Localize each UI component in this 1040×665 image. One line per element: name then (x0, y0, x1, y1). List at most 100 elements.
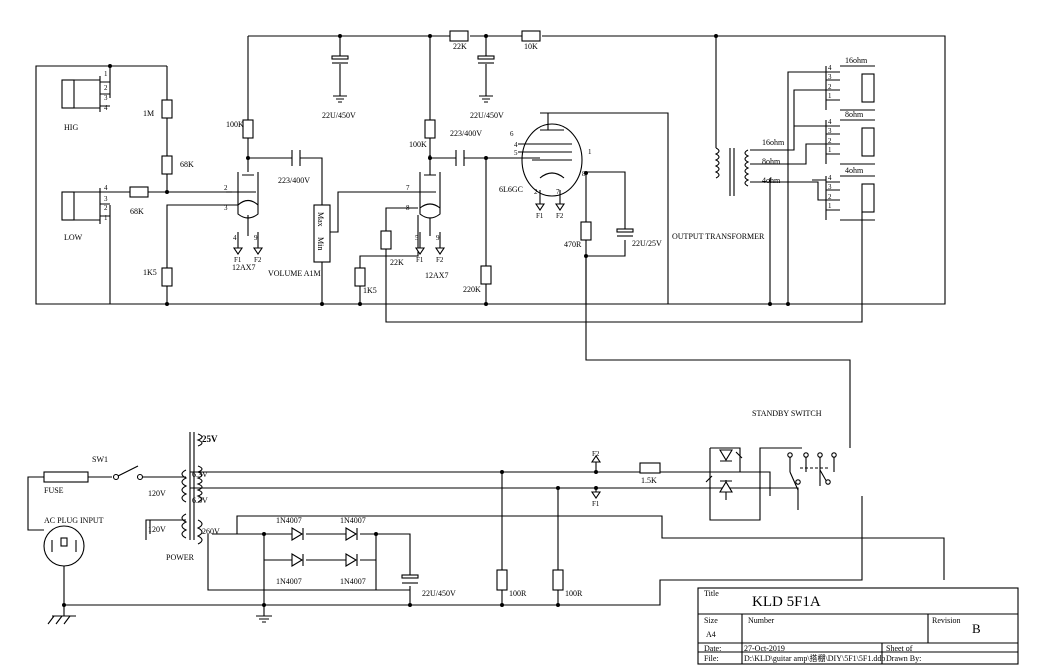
resistor-100r-b: 100R (552, 569, 583, 598)
svg-text:8: 8 (582, 170, 586, 178)
speaker-jack-8ohm: 4 3 2 1 8ohm (825, 110, 875, 165)
input-jack-high: 1 2 3 4 HIG (61, 70, 110, 132)
tube-6l6gc: 6 4 5 1 8 2 7 F1 F2 6L6GC (499, 123, 592, 220)
svg-text:1: 1 (828, 92, 832, 100)
svg-text:2: 2 (104, 204, 108, 212)
svg-text:4: 4 (233, 234, 237, 242)
tube-v1-12ax7: 2 3 4 9 F1 F2 12AX7 (224, 158, 264, 272)
svg-text:SW1: SW1 (92, 455, 108, 464)
svg-text:12AX7: 12AX7 (232, 263, 256, 272)
svg-text:22U/450V: 22U/450V (422, 589, 456, 598)
resistor-1k5-v2-cathode: 1K5 (354, 267, 377, 295)
capacitor-coupling-v2: 223/400V (450, 129, 482, 166)
svg-text:OUTPUT TRANSFORMER: OUTPUT TRANSFORMER (672, 232, 765, 241)
ground-symbol (47, 605, 272, 625)
svg-text:2: 2 (224, 184, 228, 192)
resistor-10k-dropping: 10K (521, 30, 541, 51)
svg-text:Size: Size (704, 616, 718, 625)
svg-text:4: 4 (828, 118, 832, 126)
svg-text:Title: Title (704, 589, 719, 598)
svg-text:2: 2 (828, 137, 832, 145)
svg-text:1M: 1M (143, 109, 154, 118)
svg-text:120V: 120V (148, 525, 166, 534)
capacitor-filter-2: 22U/450V (470, 55, 504, 120)
input-jack-low: 4 3 2 1 LOW (61, 184, 110, 242)
svg-text:9: 9 (436, 234, 440, 242)
svg-text:3: 3 (104, 94, 108, 102)
svg-text:4: 4 (828, 64, 832, 72)
svg-text:16ohm: 16ohm (762, 138, 785, 147)
svg-text:25V: 25V (202, 434, 218, 444)
capacitor-filter-1: 22U/450V (322, 55, 356, 120)
power-switch-sw1: SW1 (92, 455, 144, 481)
svg-text:22U/450V: 22U/450V (322, 111, 356, 120)
capacitor-coupling-v1: 223/400V (278, 150, 310, 185)
heater-f2-marker: F2 (590, 450, 602, 472)
svg-text:120V: 120V (148, 489, 166, 498)
svg-text:1K5: 1K5 (143, 268, 157, 277)
svg-text:2: 2 (534, 188, 538, 196)
svg-text:F2: F2 (556, 212, 564, 220)
svg-text:9: 9 (254, 234, 258, 242)
svg-text:22K: 22K (453, 42, 467, 51)
svg-text:1N4007: 1N4007 (276, 577, 302, 586)
svg-text:4: 4 (514, 141, 518, 149)
svg-text:22U/25V: 22U/25V (632, 239, 662, 248)
bridge-rectifier: 1N4007 1N4007 1N4007 1N4007 (264, 516, 376, 586)
svg-text:100R: 100R (509, 589, 527, 598)
fuse: FUSE (43, 471, 89, 495)
svg-text:10K: 10K (524, 42, 538, 51)
svg-text:6.3V: 6.3V (192, 470, 208, 479)
svg-text:Date:: Date: (704, 644, 721, 653)
svg-text:5: 5 (514, 149, 518, 157)
svg-text:Min: Min (316, 237, 325, 250)
svg-text:223/400V: 223/400V (450, 129, 482, 138)
svg-text:2: 2 (828, 193, 832, 201)
svg-text:8ohm: 8ohm (762, 157, 781, 166)
svg-text:8ohm: 8ohm (845, 110, 864, 119)
resistor-1k5-led: 1.5K (639, 462, 661, 485)
svg-text:F2: F2 (436, 256, 444, 264)
svg-text:4ohm: 4ohm (845, 166, 864, 175)
svg-text:F1: F1 (536, 212, 544, 220)
svg-text:1N4007: 1N4007 (340, 577, 366, 586)
svg-text:100K: 100K (409, 140, 427, 149)
speaker-jack-4ohm: 4 3 2 1 4ohm (825, 166, 875, 221)
resistor-220k-grid: 220K (463, 265, 492, 294)
svg-text:3: 3 (828, 73, 832, 81)
svg-text:F1: F1 (234, 256, 242, 264)
resistor-1k5-v1-cathode: 1K5 (143, 267, 173, 287)
svg-text:Max: Max (316, 212, 325, 227)
svg-text:1N4007: 1N4007 (340, 516, 366, 525)
jack-high-label: HIG (64, 123, 78, 132)
ac-plug-input: AC PLUG INPUT (43, 516, 104, 567)
svg-text:4: 4 (104, 104, 108, 112)
svg-text:1N4007: 1N4007 (276, 516, 302, 525)
resistor-100k-v2-plate: 100K (409, 119, 436, 149)
svg-text:STANDBY SWITCH: STANDBY SWITCH (752, 409, 822, 418)
svg-text:1: 1 (104, 70, 108, 78)
svg-text:6: 6 (510, 130, 514, 138)
sheet-title: KLD 5F1A (752, 594, 821, 610)
svg-text:1K5: 1K5 (363, 286, 377, 295)
svg-text:4: 4 (104, 184, 108, 192)
svg-text:7: 7 (406, 184, 410, 192)
svg-text:1: 1 (828, 202, 832, 210)
svg-text:100R: 100R (565, 589, 583, 598)
resistor-68k-horizontal: 68K (129, 186, 149, 216)
resistor-470r-cathode: 470R (564, 221, 592, 249)
svg-text:470R: 470R (564, 240, 582, 249)
resistor-68k-vertical: 68K (161, 155, 194, 175)
svg-text:D:\KLD\guitar amp\搭棚\DIY\5F1\5: D:\KLD\guitar amp\搭棚\DIY\5F1\5F1.ddb (744, 653, 885, 663)
title-block: Title KLD 5F1A Size A4 Number Revision B… (697, 587, 1019, 665)
svg-text:3: 3 (104, 195, 108, 203)
svg-text:5: 5 (415, 234, 419, 242)
svg-text:7: 7 (556, 188, 560, 196)
svg-text:223/400V: 223/400V (278, 176, 310, 185)
svg-text:1: 1 (828, 146, 832, 154)
resistor-1m: 1M (143, 99, 173, 119)
preamp-wiring (35, 35, 946, 448)
svg-text:22U/450V: 22U/450V (470, 111, 504, 120)
svg-text:File:: File: (704, 654, 719, 663)
